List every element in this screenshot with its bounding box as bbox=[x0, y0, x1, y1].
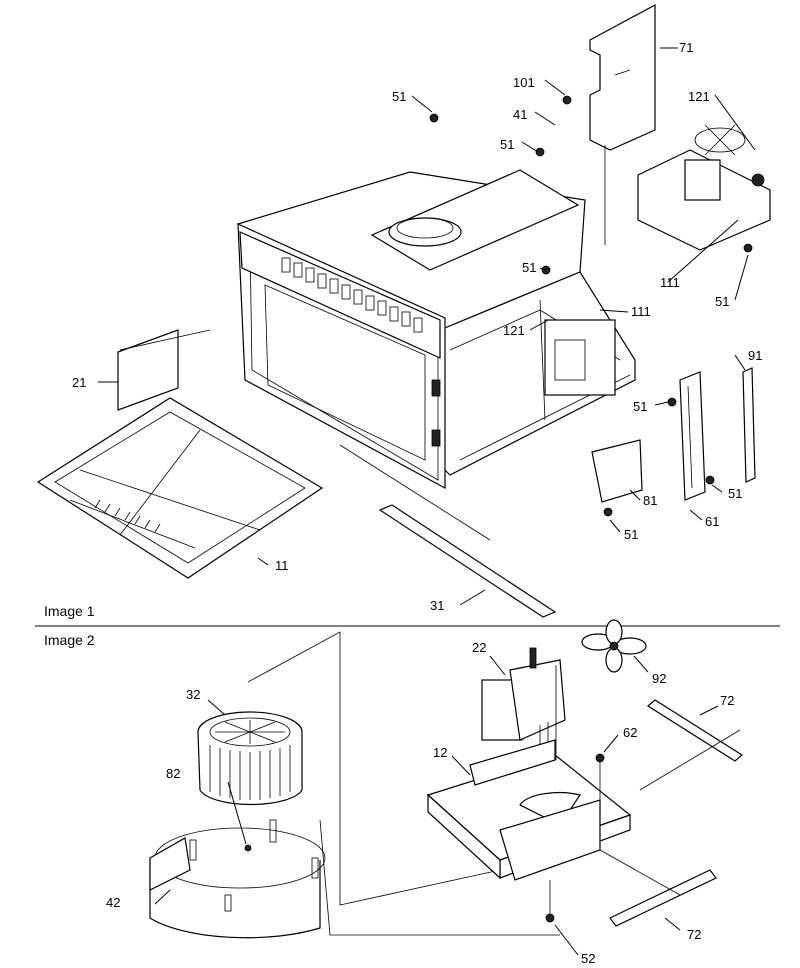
callout-51b: 51 bbox=[500, 137, 514, 152]
part-31-bar bbox=[378, 504, 557, 618]
callout-62: 62 bbox=[623, 725, 637, 740]
callout-31: 31 bbox=[430, 598, 444, 613]
image-2-assembly: 22 92 32 72 12 62 82 42 72 52 bbox=[106, 619, 744, 966]
callout-51d: 51 bbox=[715, 294, 729, 309]
door-window bbox=[264, 284, 426, 461]
callout-121b: 121 bbox=[503, 323, 525, 338]
callout-121a: 121 bbox=[688, 89, 710, 104]
callout-11: 11 bbox=[275, 558, 289, 573]
callout-61: 61 bbox=[705, 514, 719, 529]
part-11-tray bbox=[36, 397, 324, 579]
part-71-plate bbox=[589, 3, 656, 151]
callout-42: 42 bbox=[106, 895, 120, 910]
part-52-screw bbox=[545, 913, 555, 923]
part-82-washer bbox=[244, 844, 252, 852]
section-label-image-1: Image 1 bbox=[44, 603, 95, 619]
leader-lines-1 bbox=[98, 47, 756, 606]
callout-71: 71 bbox=[679, 40, 693, 55]
tray-vents bbox=[94, 499, 161, 533]
part-72-strip-upper bbox=[646, 699, 744, 762]
part-62-screw bbox=[595, 753, 605, 763]
image-1-assembly: 51 101 71 41 51 121 51 111 51 111 121 21… bbox=[36, 3, 771, 618]
callout-41: 41 bbox=[513, 107, 527, 122]
screws bbox=[429, 95, 753, 517]
callout-22: 22 bbox=[472, 640, 486, 655]
callout-92: 92 bbox=[652, 671, 666, 686]
callout-51f: 51 bbox=[728, 486, 742, 501]
callout-51a: 51 bbox=[392, 89, 406, 104]
callout-12: 12 bbox=[433, 745, 447, 760]
callout-111a: 111 bbox=[660, 275, 680, 290]
part-12-plate bbox=[426, 739, 632, 881]
part-61-channel bbox=[679, 371, 706, 501]
part-92-fan-blade bbox=[581, 619, 647, 673]
part-21-shield bbox=[117, 329, 179, 411]
callout-111b: 111 bbox=[631, 304, 651, 319]
part-91-strip bbox=[742, 367, 756, 483]
callout-72a: 72 bbox=[720, 693, 734, 708]
leader-lines-2 bbox=[154, 655, 741, 956]
section-label-image-2: Image 2 bbox=[44, 632, 95, 648]
callout-82: 82 bbox=[166, 766, 180, 781]
part-81-bracket bbox=[591, 439, 643, 503]
callout-32: 32 bbox=[186, 687, 200, 702]
control-buttons bbox=[281, 257, 423, 333]
transformer bbox=[544, 319, 616, 396]
callout-51c: 51 bbox=[522, 260, 536, 275]
callout-72b: 72 bbox=[687, 927, 701, 942]
callout-51e: 51 bbox=[633, 399, 647, 414]
part-32-blower-wheel bbox=[197, 711, 303, 806]
part-72-strip-lower bbox=[609, 869, 717, 927]
callout-21: 21 bbox=[72, 375, 86, 390]
callout-101: 101 bbox=[513, 75, 535, 90]
part-42-housing bbox=[149, 819, 326, 939]
callout-52: 52 bbox=[581, 951, 595, 966]
callout-51g: 51 bbox=[624, 527, 638, 542]
callout-91: 91 bbox=[748, 348, 762, 363]
callout-81: 81 bbox=[643, 493, 657, 508]
